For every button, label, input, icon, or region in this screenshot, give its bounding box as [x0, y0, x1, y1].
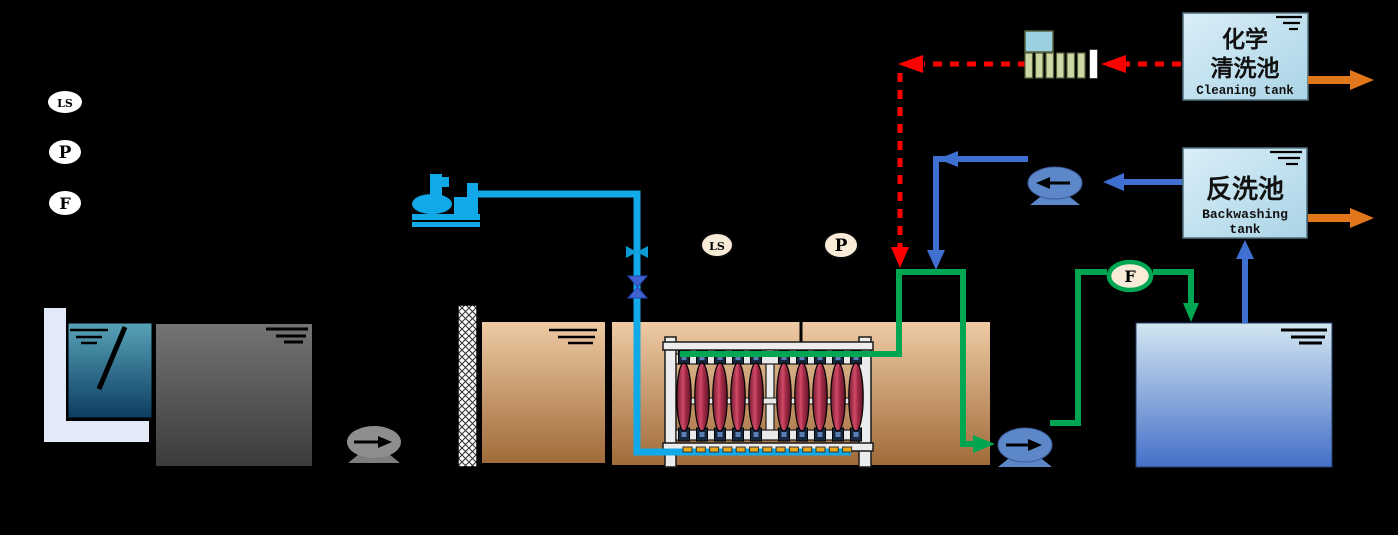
- flow-meter-instrument: [1106, 259, 1154, 293]
- level-switch-instrument: [700, 232, 734, 258]
- clear-water-tank-group: [1135, 322, 1333, 468]
- chemical-arrowhead-left: [1101, 55, 1126, 73]
- legend-pressure-label: P: [59, 143, 72, 163]
- backwashing-tank-group: 反洗池 Backwashing tank: [1182, 147, 1374, 239]
- pump-base: [348, 454, 400, 463]
- butterfly-valve-icon: [626, 246, 648, 258]
- backwash-arrowhead-up: [1236, 240, 1254, 259]
- membrane-module: [662, 336, 874, 468]
- feed-pump: [347, 426, 401, 463]
- chemical-arrowhead-left: [898, 55, 923, 73]
- effluent-arrow-backwashing-shaft: [1308, 214, 1352, 222]
- backwash-arrowhead-down: [927, 250, 945, 270]
- cleaning-tank: [1182, 12, 1309, 101]
- permeate-pump: [997, 427, 1053, 467]
- permeate-system: [680, 269, 1199, 467]
- aeration-diffusers: [682, 446, 853, 453]
- gate-valve-icon: [626, 275, 649, 299]
- water-level-mark: [549, 328, 597, 345]
- backwash-arrowhead-left: [938, 151, 958, 167]
- field-instruments: LS P F: [700, 231, 1154, 293]
- chemical-arrowhead-down: [891, 247, 909, 268]
- water-level-mark: [70, 328, 108, 345]
- air-blower: [412, 174, 480, 227]
- permeate-pipe: [680, 269, 977, 447]
- effluent-arrow-backwashing-head: [1350, 208, 1374, 228]
- legend-flow-label: F: [59, 194, 71, 213]
- backwashing-tank-name: 反洗池: [1206, 175, 1284, 205]
- legend-flow-symbol: [49, 191, 81, 215]
- flow-direction-arrowhead: [378, 436, 392, 448]
- membrane-cassettes: [676, 362, 864, 432]
- aeration-system: [412, 174, 853, 456]
- pretreatment: [42, 306, 401, 468]
- legend-pressure-symbol: [49, 140, 81, 164]
- cleaning-tank-name-line1: 化学: [1222, 26, 1268, 53]
- water-level-mark: [1270, 150, 1302, 166]
- backwash-delivery-pipe: [933, 156, 1028, 250]
- clear-water-tank: [1135, 322, 1333, 468]
- level-switch-instrument-label: LS: [709, 240, 725, 253]
- backwash-system: [927, 151, 1254, 323]
- legend-level-switch-label: LS: [57, 97, 73, 110]
- backwash-arrowhead-left: [1103, 173, 1124, 191]
- permeate-arrowhead: [1183, 303, 1199, 322]
- pressure-instrument: [823, 231, 859, 259]
- cleaning-tank-group: 化学 清洗池 Cleaning tank: [1182, 12, 1374, 101]
- backwashing-tank-name-en-line1: Backwashing: [1202, 207, 1288, 222]
- dosing-pump-head: [1088, 48, 1099, 80]
- effluent-arrow-cleaning-shaft: [1308, 76, 1352, 84]
- pump-base: [1030, 197, 1080, 205]
- bar-screen-tank: [67, 322, 153, 419]
- water-level-mark: [266, 327, 308, 344]
- membrane-fittings-bottom: [678, 427, 862, 442]
- permeate-pipe: [1153, 269, 1194, 305]
- water-level-mark: [1281, 328, 1327, 345]
- effluent-arrow-cleaning-head: [1350, 70, 1374, 90]
- anoxic-tank: [482, 322, 605, 463]
- inlet-channel: [42, 306, 151, 444]
- water-level-mark: [1276, 15, 1302, 31]
- legend: LS P F: [48, 91, 82, 215]
- flow-meter-instrument-label: F: [1124, 267, 1136, 286]
- chemical-dosing-pump: [1024, 30, 1099, 80]
- backwash-pump: [1027, 166, 1083, 205]
- cleaning-tank-name-line2: 清洗池: [1211, 55, 1280, 82]
- legend-level-switch-symbol: [48, 91, 82, 113]
- regulating-tank: [154, 322, 314, 468]
- flow-direction-arrowhead: [1028, 439, 1042, 451]
- module-top-beam: [662, 341, 874, 351]
- permeate-pipe: [1050, 269, 1107, 426]
- dosing-pump-motor: [1024, 30, 1054, 53]
- bar-screen: [96, 326, 128, 390]
- dosing-pump-body: [1024, 52, 1086, 79]
- backwashing-tank-name-en-line2: tank: [1229, 222, 1260, 237]
- mbr-section: [457, 304, 990, 468]
- chemical-dosing-system: [891, 30, 1181, 268]
- cleaning-tank-name-en: Cleaning tank: [1196, 84, 1294, 98]
- pump-base: [998, 459, 1052, 467]
- permeate-arrowhead: [973, 435, 995, 453]
- fine-screen-hatch: [457, 304, 478, 468]
- pressure-instrument-label: P: [835, 236, 848, 256]
- flow-direction-arrowhead: [1036, 177, 1050, 189]
